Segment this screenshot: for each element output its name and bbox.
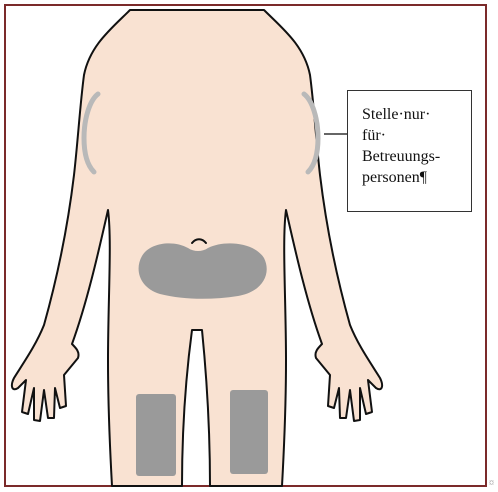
callout-line: Betreuungs- [362, 146, 471, 167]
cell-end-mark: ¤ [489, 478, 494, 489]
abdomen-area [139, 243, 267, 298]
callout-line: Stelle·nur· [362, 104, 471, 125]
body-silhouette [12, 10, 382, 486]
caregiver-note-callout: Stelle·nur· für· Betreuungs- personen¶ [347, 90, 472, 212]
left-thigh-area [136, 394, 176, 476]
right-thigh-area [230, 390, 268, 474]
callout-line: für· [362, 125, 471, 146]
callout-line: personen¶ [362, 167, 471, 188]
